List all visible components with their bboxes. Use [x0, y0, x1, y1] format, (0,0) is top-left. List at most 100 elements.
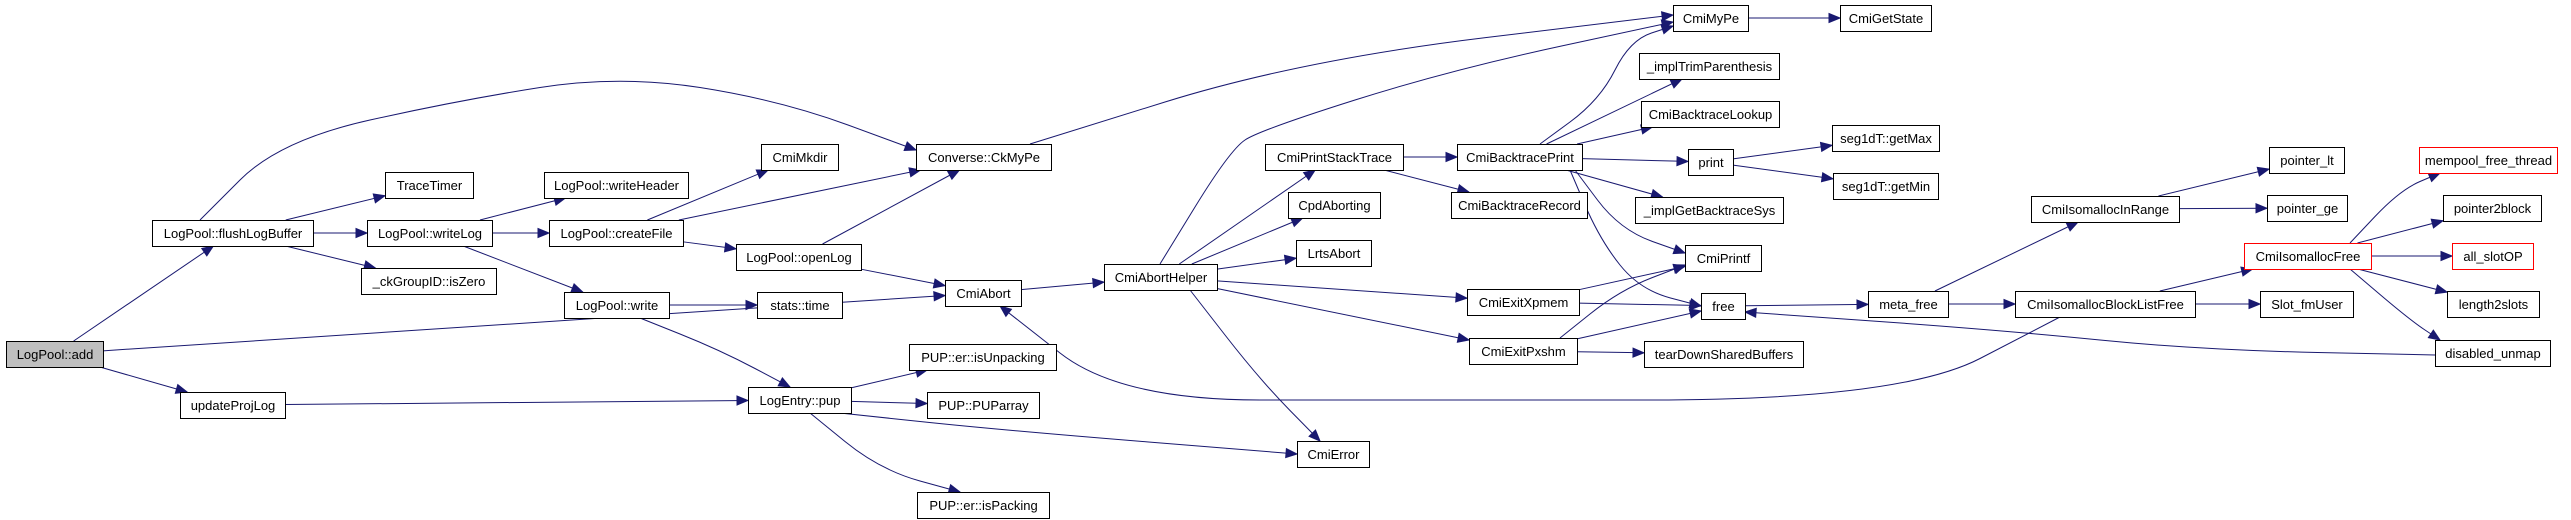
node-box [1635, 197, 1784, 224]
node-implgetbacktracesys[interactable]: _implGetBacktraceSys [1635, 197, 1784, 224]
arrowhead-icon [1660, 24, 1675, 35]
arrowhead-icon [755, 169, 770, 180]
node-converse-ckmype[interactable]: Converse::CkMyPe [916, 144, 1052, 171]
node-cpdaborting[interactable]: CpdAborting [1288, 192, 1381, 219]
node-logpool-writelog[interactable]: LogPool::writeLog [367, 220, 493, 247]
edge-line [1029, 14, 1674, 145]
node-length2slots[interactable]: length2slots [2447, 291, 2540, 318]
node-slot-fmuser[interactable]: Slot_fmUser [2260, 291, 2354, 318]
node-lrtsabort[interactable]: LrtsAbort [1296, 240, 1372, 267]
arrowhead-icon [174, 383, 189, 394]
node-box [6, 341, 104, 368]
node-box [1639, 53, 1780, 80]
node-cmierror[interactable]: CmiError [1297, 441, 1370, 468]
node-pup-puparray[interactable]: PUP::PUParray [927, 392, 1040, 419]
node-free[interactable]: free [1701, 293, 1746, 320]
node-box [361, 268, 497, 295]
node-box [180, 392, 286, 419]
node-print[interactable]: print [1688, 149, 1734, 176]
node-box [2435, 340, 2551, 367]
node-label: LogEntry::pup [760, 393, 841, 408]
node-box [549, 220, 684, 247]
edge-line [1216, 257, 1297, 270]
node-box [2269, 147, 2345, 174]
node-updateprojlog[interactable]: updateProjLog [180, 392, 286, 419]
node-impltrimparenthesis[interactable]: _implTrimParenthesis [1639, 53, 1780, 80]
node-cmiprintstacktrace[interactable]: CmiPrintStackTrace [1265, 144, 1404, 171]
node-box [2267, 195, 2348, 222]
node-logpool-openlog[interactable]: LogPool::openLog [736, 244, 862, 271]
node-seg1dt-getmin[interactable]: seg1dT::getMin [1833, 173, 1939, 200]
node-box [1685, 245, 1762, 272]
node-meta-free[interactable]: meta_free [1868, 291, 1949, 318]
node-box [564, 292, 670, 319]
edge-line [1744, 303, 1869, 307]
edge-cmiexitpxshm-to-free [1576, 308, 1703, 340]
node-cmimkdir[interactable]: CmiMkdir [761, 144, 839, 171]
node-label: CmiExitXpmem [1479, 295, 1569, 310]
node-pointer2block[interactable]: pointer2block [2443, 195, 2542, 222]
edge-flushlogbuffer-to-tracetimer [285, 193, 387, 221]
node-cmiexitxpmem[interactable]: CmiExitXpmem [1467, 289, 1580, 316]
edge-line [850, 400, 928, 404]
node-label: LogPool::writeHeader [554, 178, 680, 193]
node-seg1dt-getmax[interactable]: seg1dT::getMax [1832, 125, 1940, 152]
edge-line [1569, 169, 1702, 307]
node-stats-time[interactable]: stats::time [757, 292, 843, 319]
edge-cmiexitpxshm-to-cmiprintf [1559, 264, 1687, 339]
edge-isomallocfree-to-disabled-unmap [2349, 268, 2442, 341]
node-box [2419, 147, 2558, 174]
edge-write-to-pup [639, 317, 792, 388]
node-cmibacktraceprint[interactable]: CmiBacktracePrint [1457, 144, 1583, 171]
node-cmibacktracelookup[interactable]: CmiBacktraceLookup [1641, 101, 1780, 128]
edge-cmibacktraceprint-to-print [1581, 155, 1690, 167]
node-pup-er-ispacking[interactable]: PUP::er::isPacking [917, 492, 1050, 519]
node-label: CmiBacktraceLookup [1649, 107, 1773, 122]
node-cmiisomallocfree[interactable]: CmiIsomallocFree [2244, 243, 2372, 270]
node-logpool-add: LogPool::add [6, 341, 104, 368]
node-tracetimer[interactable]: TraceTimer [385, 172, 474, 199]
arrowhead-icon [1445, 151, 1459, 163]
node-logpool-createfile[interactable]: LogPool::createFile [549, 220, 684, 247]
node-mempool-free-thread[interactable]: mempool_free_thread [2419, 147, 2558, 174]
node-all-slotop[interactable]: all_slotOP [2452, 243, 2534, 270]
node-cmiaborthelper[interactable]: CmiAbortHelper [1104, 264, 1218, 291]
node-box [2443, 195, 2542, 222]
node-cmigetstate[interactable]: CmiGetState [1840, 5, 1932, 32]
edge-print-to-getmax [1732, 141, 1834, 160]
edge-line [1179, 169, 1316, 265]
node-box [1467, 289, 1580, 316]
node-cmimype[interactable]: CmiMyPe [1673, 5, 1749, 32]
node-box [917, 492, 1050, 519]
node-logentry-pup[interactable]: LogEntry::pup [748, 387, 852, 414]
edge-line [809, 412, 961, 493]
node-logpool-writeheader[interactable]: LogPool::writeHeader [544, 172, 689, 199]
node-cmibacktracerecord[interactable]: CmiBacktraceRecord [1451, 192, 1588, 219]
arrowhead-icon [1689, 300, 1703, 311]
arrowhead-icon [903, 141, 918, 151]
node-cmiisomallocblocklistfree[interactable]: CmiIsomallocBlockListFree [2015, 291, 2196, 318]
node-cmiexitpxshm[interactable]: CmiExitPxshm [1469, 338, 1578, 365]
arrowhead-icon [2427, 329, 2442, 341]
node-cmiabort[interactable]: CmiAbort [945, 280, 1022, 307]
node-cmiisomallocinrange[interactable]: CmiIsomallocInRange [2031, 196, 2180, 223]
arrowhead-icon [1308, 429, 1321, 442]
edge-cmibacktraceprint-to-cmimype [1539, 24, 1675, 145]
node-label: CmiPrintf [1697, 251, 1751, 266]
node-pointer-lt[interactable]: pointer_lt [2269, 147, 2345, 174]
edge-createfile-to-ckmype [678, 167, 922, 221]
node-ckgroupid-iszero[interactable]: _ckGroupID::isZero [361, 268, 497, 295]
node-disabled-unmap[interactable]: disabled_unmap [2435, 340, 2551, 367]
node-logpool-write[interactable]: LogPool::write [564, 292, 670, 319]
arrowhead-icon [537, 227, 551, 239]
node-pup-er-isunpacking[interactable]: PUP::er::isUnpacking [909, 344, 1057, 371]
edge-line [999, 305, 2061, 401]
node-pointer-ge[interactable]: pointer_ge [2267, 195, 2348, 222]
edge-line [822, 169, 960, 245]
edge-line [1189, 289, 1321, 442]
node-teardownsharedbuffers[interactable]: tearDownSharedBuffers [1644, 341, 1804, 368]
node-logpool-flushlogbuffer[interactable]: LogPool::flushLogBuffer [152, 220, 314, 247]
arrowhead-icon [1828, 12, 1842, 24]
node-cmiprintf[interactable]: CmiPrintf [1685, 245, 1762, 272]
